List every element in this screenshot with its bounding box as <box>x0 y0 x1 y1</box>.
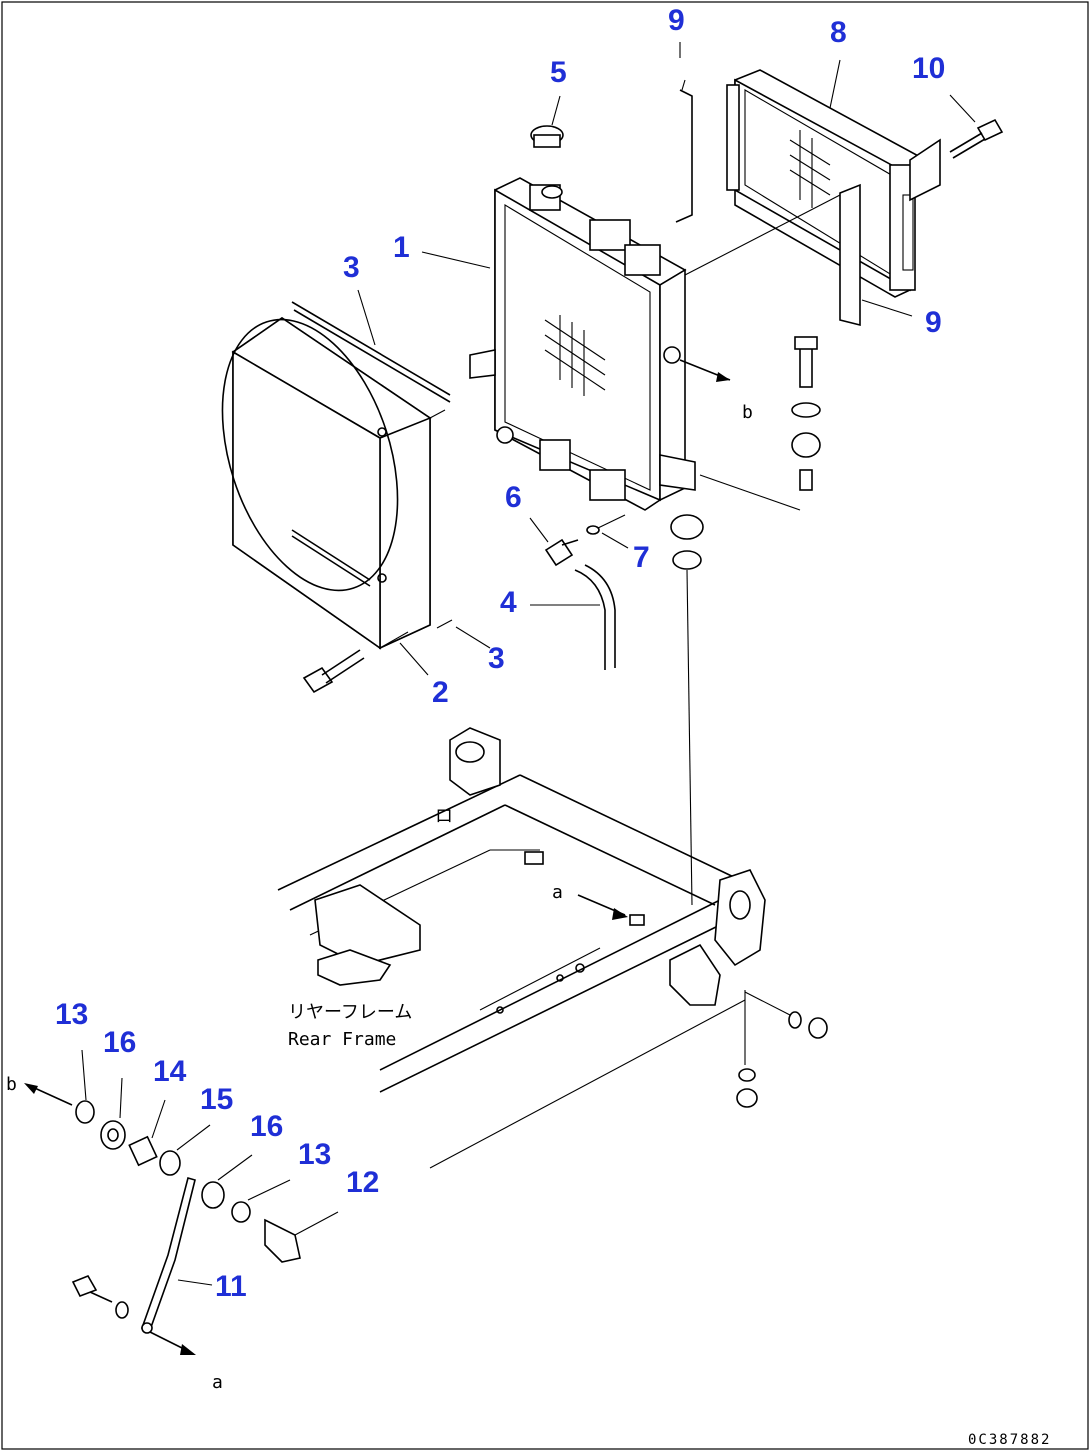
ref-b-left: b <box>6 1074 17 1095</box>
callout-8: 8 <box>830 16 847 49</box>
seal-side <box>839 183 913 327</box>
stay-washers <box>75 1049 339 1263</box>
callout-13-top: 13 <box>55 998 88 1031</box>
callout-2: 2 <box>432 676 449 709</box>
callout-9-side: 9 <box>925 306 942 339</box>
callout-16-top: 16 <box>103 1026 136 1059</box>
callout-4: 4 <box>500 586 517 619</box>
callout-3-bottom: 3 <box>488 642 505 675</box>
radiator-cushion <box>670 514 704 906</box>
drain-valve <box>529 517 579 567</box>
drawing-code: 0C387882 <box>968 1432 1051 1448</box>
radiator <box>421 177 696 511</box>
callout-12: 12 <box>346 1166 379 1199</box>
ref-a-bottom: a <box>212 1372 223 1393</box>
arrow-a-frame <box>577 894 628 920</box>
link-line-2 <box>699 474 801 511</box>
callout-7: 7 <box>633 541 650 574</box>
callout-1: 1 <box>393 231 410 264</box>
leader-3a <box>357 289 376 346</box>
seal-top <box>675 42 693 223</box>
frame-stamp: ロ <box>435 806 453 827</box>
callout-5: 5 <box>550 56 567 89</box>
callout-14: 14 <box>153 1055 187 1088</box>
link-line-1 <box>684 194 841 276</box>
stay-bolt <box>71 1274 129 1319</box>
callout-3-top: 3 <box>343 251 360 284</box>
radiator-cap <box>530 95 564 199</box>
frame-nuts <box>736 1011 828 1108</box>
leader-3b <box>455 626 491 649</box>
condenser-plate <box>726 59 941 298</box>
arrow-b <box>663 346 731 382</box>
bolt-10 <box>949 94 1004 159</box>
shroud-bolt <box>302 631 409 694</box>
stay-11 <box>140 1177 213 1334</box>
callout-10: 10 <box>912 52 945 85</box>
fan-shroud <box>221 301 451 650</box>
rear-frame-label-en: Rear Frame <box>288 1029 396 1050</box>
arrow-b-left <box>24 1083 73 1106</box>
callout-11: 11 <box>215 1270 247 1303</box>
callout-15: 15 <box>200 1083 233 1116</box>
rear-frame-label-jp: リヤーフレーム <box>288 1002 412 1023</box>
mount-stack <box>791 336 821 491</box>
ref-a-frame: a <box>552 882 563 903</box>
drain-hose <box>530 564 616 670</box>
clip-3 <box>436 619 453 629</box>
leader-2 <box>399 642 429 676</box>
rear-frame: ロ <box>277 727 791 1169</box>
callout-9-top: 9 <box>668 4 685 37</box>
callout-6: 6 <box>505 481 522 514</box>
callout-16-bottom: 16 <box>250 1110 283 1143</box>
callout-13-bottom: 13 <box>298 1138 331 1171</box>
drain-plug <box>586 514 629 549</box>
arrow-a-bottom <box>149 1331 196 1355</box>
ref-b-top: b <box>742 402 753 423</box>
